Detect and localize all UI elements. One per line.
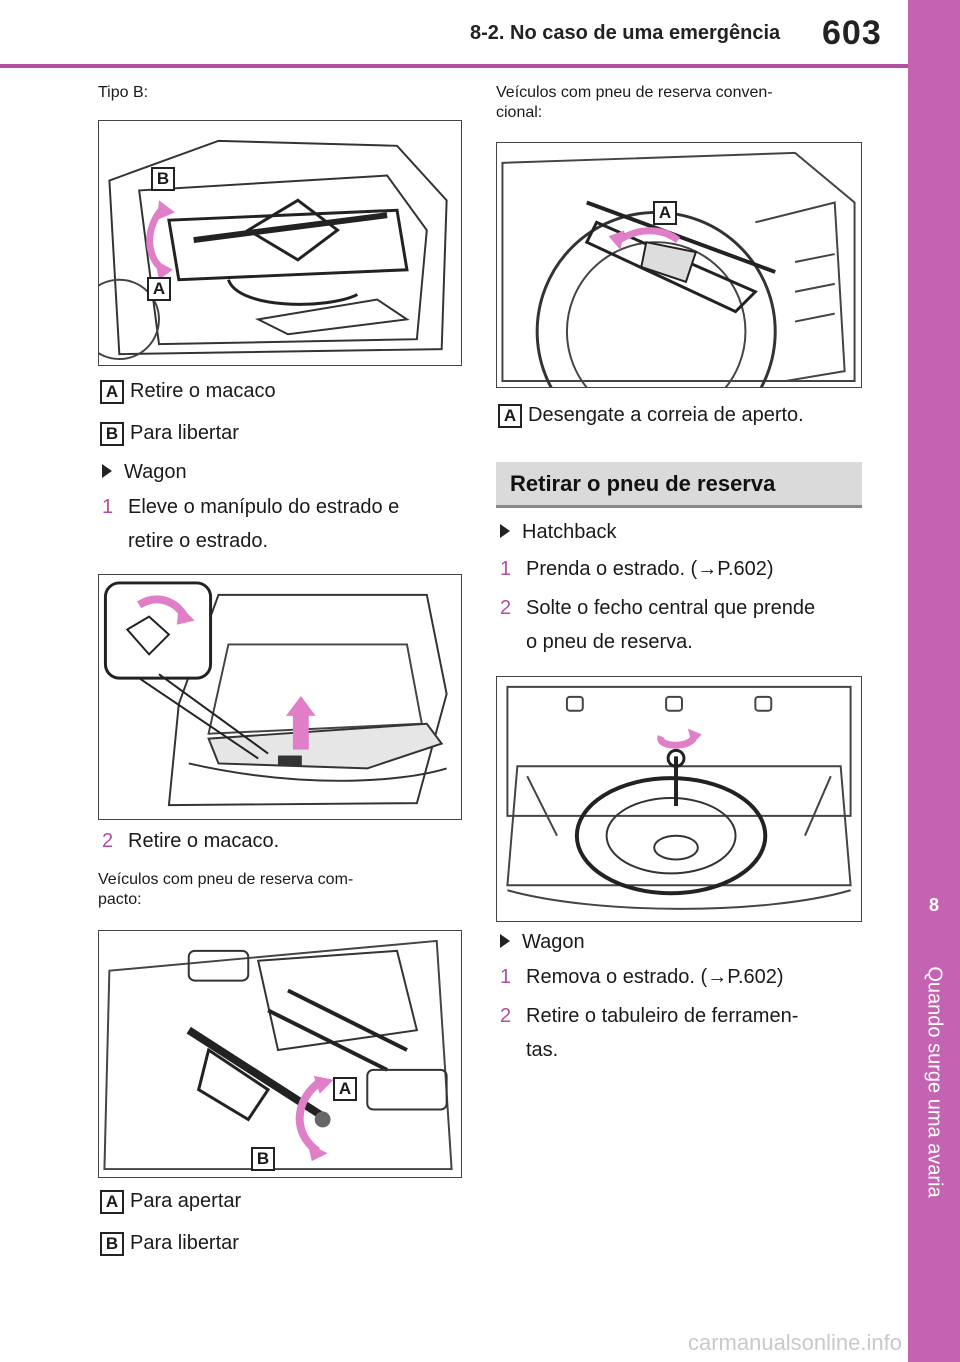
legend-text-a: Para apertar (130, 1190, 242, 1212)
legend-badge-a: A (100, 1190, 124, 1214)
legend-text-b: Para libertar (130, 1232, 239, 1254)
wagon-heading: Wagon (500, 931, 585, 954)
step-number: 1 (500, 966, 512, 988)
jack-tray-illustration (99, 139, 448, 361)
wagon-step-1: 1 Remova o estrado. (→P.602) (500, 966, 784, 989)
step-number: 1 (102, 496, 114, 518)
section-title: 8-2. No caso de uma emergência (470, 22, 781, 44)
step-number: 2 (500, 1005, 512, 1027)
hatchback-step-1: 1 Prenda o estrado. (→P.602) (500, 558, 774, 581)
figure-spare-tire-hatchback (496, 676, 862, 922)
legend-text-a: Desengate a correia de aperto. (528, 404, 804, 426)
figure-label-b: B (151, 167, 175, 191)
figure-conventional-spare-strap: A (496, 142, 862, 388)
wagon-heading-text: Wagon (124, 461, 187, 483)
triangle-bullet-icon (500, 523, 510, 538)
chapter-title: Quando surge uma avaria (923, 966, 946, 1198)
triangle-bullet-icon (102, 463, 112, 478)
hatchback-heading-text: Hatchback (522, 521, 617, 543)
conventional-spare-label-line-2: cional: (496, 104, 543, 121)
figure-deck-board-wagon (98, 574, 462, 820)
step-text: Eleve o manípulo do estrado e (128, 496, 400, 518)
section-heading-box: Retirar o pneu de reserva (496, 462, 862, 508)
figure-jack-tipo-b: B A (98, 120, 462, 366)
hatchback-heading: Hatchback (500, 521, 617, 544)
header-divider (0, 64, 908, 68)
compact-jack-illustration (103, 939, 453, 1171)
wagon-heading: Wagon (102, 461, 187, 484)
chapter-side-tab (908, 0, 960, 1362)
wagon-step-2-line-1: 2 Retire o tabuleiro de ferramen- (500, 1005, 798, 1028)
chapter-number: 8 (928, 895, 939, 915)
step-number: 2 (102, 830, 114, 852)
compact-spare-label-line-1: Veículos com pneu de reserva com- (98, 871, 354, 888)
legend-text-a: Retire o macaco (130, 380, 276, 402)
figure-label-a: A (653, 201, 677, 225)
step-number: 1 (500, 558, 512, 580)
step-text: Remova o estrado. (→P.602) (526, 966, 784, 988)
step-number: 2 (500, 597, 512, 619)
legend-badge-b: B (100, 422, 124, 446)
step-1-line-2: retire o estrado. (128, 530, 269, 552)
step-2: 2 Retire o macaco. (102, 830, 279, 853)
compact-spare-label-line-2: pacto: (98, 891, 142, 908)
figure-label-a: A (333, 1077, 357, 1101)
spare-tire-illustration (506, 685, 852, 910)
legend-badge-a: A (498, 404, 522, 428)
legend-badge-a: A (100, 380, 124, 404)
hatchback-step-2-line-2: o pneu de reserva. (526, 631, 693, 653)
step-text: Prenda o estrado. (→P.602) (526, 558, 774, 580)
section-heading: Retirar o pneu de reserva (510, 471, 776, 496)
deck-board-illustration (103, 581, 448, 807)
tipo-b-label: Tipo B: (98, 84, 149, 101)
wagon-heading-text: Wagon (522, 931, 585, 953)
step-text: Retire o macaco. (128, 830, 280, 852)
legend-text-b: Para libertar (130, 422, 239, 444)
strap-illustration (501, 151, 856, 387)
triangle-bullet-icon (500, 933, 510, 948)
conventional-spare-label-line-1: Veículos com pneu de reserva conven- (496, 84, 773, 101)
figure-label-a: A (147, 277, 171, 301)
step-text: Retire o tabuleiro de ferramen- (526, 1005, 799, 1027)
legend-badge-b: B (100, 1232, 124, 1256)
step-text: Solte o fecho central que prende (526, 597, 816, 619)
watermark: carmanualsonline.info (687, 1330, 902, 1355)
figure-compact-spare-jack: A B (98, 930, 462, 1178)
figure-label-b: B (251, 1147, 275, 1171)
hatchback-step-2-line-1: 2 Solte o fecho central que prende (500, 597, 815, 620)
wagon-step-2-line-2: tas. (526, 1039, 559, 1061)
step-1-line-1: 1 Eleve o manípulo do estrado e (102, 496, 399, 519)
page-number: 603 (822, 14, 882, 52)
